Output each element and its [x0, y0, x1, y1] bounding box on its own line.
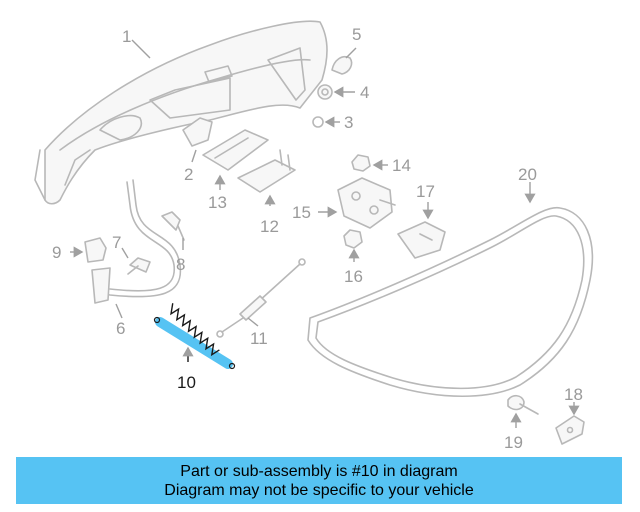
part-2-button	[182, 117, 213, 147]
callout-9: 9	[52, 243, 61, 262]
banner-line-2: Diagram may not be specific to your vehi…	[164, 481, 474, 499]
part-14-nut	[351, 154, 371, 172]
part-9-cap	[84, 237, 107, 263]
part-4-grommet	[317, 84, 333, 100]
part-15-latch	[337, 177, 396, 229]
callout-19: 19	[504, 433, 523, 452]
callout-4: 4	[360, 83, 369, 102]
parts-diagram: 1 5 4 3 2 13 12 6	[34, 20, 594, 452]
part-6-hinge	[91, 179, 182, 304]
part-16-nut	[343, 229, 363, 249]
part-7-bolt	[127, 257, 151, 275]
callout-13: 13	[208, 193, 227, 212]
callout-14: 14	[392, 156, 411, 175]
callout-12: 12	[260, 217, 279, 236]
callout-5: 5	[352, 25, 361, 44]
part-18-bracket	[555, 415, 585, 445]
callout-11: 11	[250, 329, 268, 348]
info-banner: Part or sub-assembly is #10 in diagram D…	[16, 457, 622, 504]
part-8-bolt	[161, 211, 185, 241]
callout-18: 18	[564, 385, 583, 404]
part-11-strut	[216, 258, 306, 338]
part-17-striker	[397, 221, 446, 259]
part-3-clip	[312, 116, 324, 128]
part-12-handle	[237, 149, 296, 193]
callout-10: 10	[177, 373, 196, 392]
callout-7: 7	[112, 233, 121, 252]
callout-3: 3	[344, 113, 353, 132]
part-19-bumper	[507, 394, 539, 415]
callout-2: 2	[184, 165, 193, 184]
part-13-switch	[202, 129, 269, 171]
callout-16: 16	[344, 267, 363, 286]
part-5-bumper	[331, 55, 353, 75]
callout-6: 6	[116, 319, 125, 338]
banner-line-1: Part or sub-assembly is #10 in diagram	[180, 462, 458, 480]
callout-1: 1	[122, 27, 131, 46]
part-1-trunk-lid	[34, 20, 328, 205]
callout-17: 17	[416, 182, 435, 201]
part-20-seal	[307, 207, 594, 398]
callout-8: 8	[176, 255, 185, 274]
callout-15: 15	[292, 203, 311, 222]
part-10-spring	[153, 303, 236, 370]
callout-20: 20	[518, 165, 537, 184]
